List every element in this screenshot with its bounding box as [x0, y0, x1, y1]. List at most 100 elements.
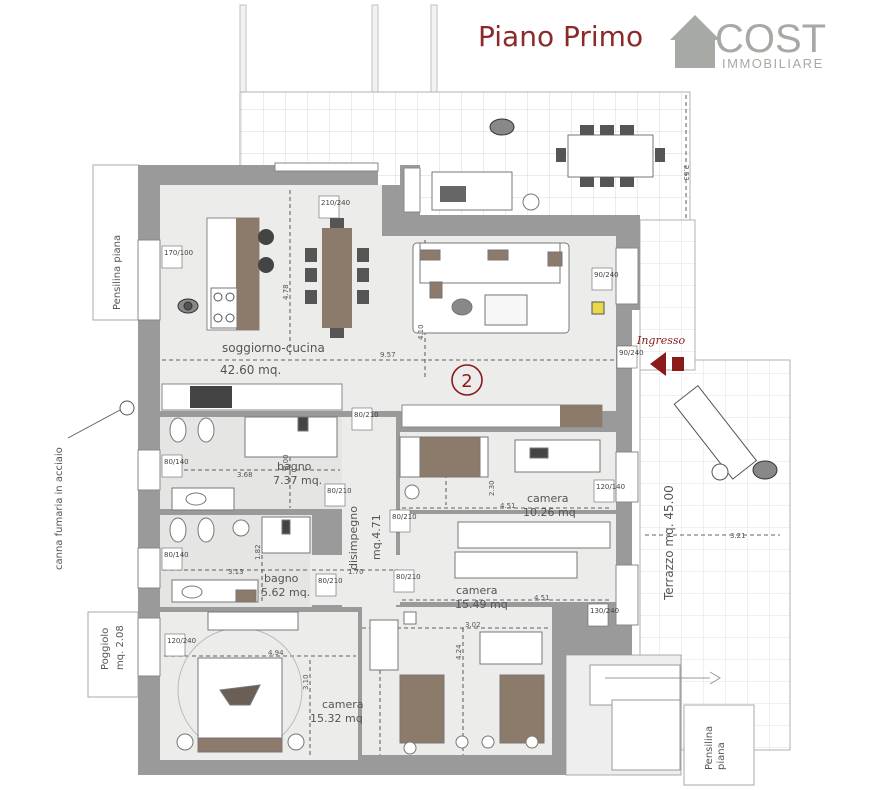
svg-text:210/240: 210/240: [321, 199, 350, 207]
opening-tag: 80/210: [324, 483, 352, 507]
svg-text:80/210: 80/210: [396, 573, 421, 581]
pensilina-left: [92, 164, 140, 321]
svg-text:90/240: 90/240: [619, 349, 644, 357]
canna-label: canna fumaria in acciaio: [54, 447, 65, 570]
canna-marker: [119, 400, 135, 416]
page-title: Piano Primo: [478, 20, 643, 53]
svg-text:2.00: 2.00: [282, 454, 290, 470]
svg-text:120/240: 120/240: [167, 637, 196, 645]
terrace-label: Terrazzo mq. 45.00: [662, 485, 676, 601]
room-camera3-area: 15.32 mq: [310, 712, 363, 725]
camera3-furniture: [176, 611, 305, 753]
opening-tag: 170/100: [161, 245, 193, 269]
sun-lounger: [673, 385, 778, 481]
living-cabinet-wood: [560, 405, 602, 427]
camera4-furniture: [369, 611, 545, 755]
svg-text:80/140: 80/140: [164, 551, 189, 559]
dimension-values: 9.57 4.78 4.10 3.68 2.00 2.30 4.51 3.13 …: [228, 165, 746, 690]
svg-text:4.10: 4.10: [417, 324, 425, 340]
room-living-area: 42.60 mq.: [220, 363, 281, 377]
svg-text:80/210: 80/210: [318, 577, 343, 585]
svg-text:3.13: 3.13: [228, 568, 244, 576]
room-bath2-name: bagno: [264, 572, 299, 585]
pensilina-left-label: Pensilina piana: [112, 235, 123, 310]
svg-text:1.70: 1.70: [348, 568, 364, 576]
unit-number: 2: [461, 371, 472, 392]
stairwell: [565, 654, 721, 776]
svg-text:2.30: 2.30: [488, 480, 496, 496]
pensilina-right: [683, 704, 755, 786]
room-bath1-name: bagno: [277, 460, 312, 473]
poggiolo-name: Poggiolo: [100, 628, 111, 670]
kitchen-counter: [161, 383, 343, 411]
svg-text:4.51: 4.51: [500, 502, 516, 510]
room-hall-name: disimpegno: [347, 506, 360, 570]
opening-tag: 80/210: [389, 509, 417, 533]
entrance-arrow-icon: [650, 352, 666, 376]
entrance-marker: [672, 357, 684, 371]
room-bath2-area: 5.62 mq.: [261, 586, 310, 599]
svg-text:4.24: 4.24: [455, 644, 463, 660]
yellow-lamp: [591, 301, 605, 315]
svg-text:3.21: 3.21: [730, 532, 746, 540]
logo-brand: COST: [715, 17, 826, 61]
svg-text:80/210: 80/210: [327, 487, 352, 495]
opening-tag: 210/240: [318, 195, 350, 219]
svg-text:1.82: 1.82: [254, 544, 262, 560]
room-camera1-area: 10.26 mq: [523, 506, 576, 519]
sofa-living: [412, 242, 570, 334]
opening-tag: 120/240: [164, 633, 196, 657]
opening-tag: 80/210: [315, 573, 343, 597]
opening-tag: 80/210: [351, 407, 379, 431]
room-camera2-area: 15.49 mq: [455, 598, 508, 611]
poggiolo: [87, 611, 139, 698]
company-logo: COST IMMOBILIARE: [670, 15, 826, 71]
svg-text:80/210: 80/210: [354, 411, 379, 419]
room-living-name: soggiorno-cucina: [222, 341, 325, 355]
svg-text:4.51: 4.51: [534, 594, 550, 602]
svg-text:80/140: 80/140: [164, 458, 189, 466]
pensilina-right-label-1: Pensilina: [704, 726, 715, 770]
opening-tags: 210/240 170/100 90/240 90/240 80/210 80/…: [161, 195, 644, 657]
outdoor-dining: [556, 125, 665, 187]
camera2-wardrobes: [454, 521, 611, 579]
svg-text:2.53: 2.53: [682, 165, 690, 181]
bath2-fixtures: [169, 516, 311, 603]
svg-text:3.68: 3.68: [237, 471, 253, 479]
poggiolo-area: mq. 2.08: [115, 625, 126, 670]
unit-number-circle: [451, 364, 483, 396]
room-camera1-name: camera: [527, 492, 569, 505]
outdoor-sofa: [403, 167, 540, 213]
person-kitchen: [177, 298, 199, 314]
terrace-right-upper: [639, 219, 696, 371]
svg-text:90/240: 90/240: [594, 271, 619, 279]
pergola-posts: [239, 4, 438, 96]
kitchen-island: [206, 217, 274, 331]
dining-table: [305, 218, 369, 338]
bath1-fixtures: [169, 416, 338, 511]
svg-text:80/210: 80/210: [392, 513, 417, 521]
canna-leader: [67, 409, 121, 439]
kitchen-sink: [190, 386, 232, 408]
room-hall-area: mq.4.71: [370, 514, 383, 560]
svg-text:120/140: 120/140: [596, 483, 625, 491]
camera1-furniture: [399, 436, 601, 500]
svg-text:3.10: 3.10: [302, 674, 310, 690]
svg-text:170/100: 170/100: [164, 249, 193, 257]
opening-tag: 130/240: [587, 603, 619, 627]
person-terrace: [489, 118, 515, 136]
logo-sub: IMMOBILIARE: [722, 56, 824, 71]
opening-tag: 120/140: [593, 479, 625, 503]
opening-tag: 80/210: [393, 569, 421, 593]
room-camera3-name: camera: [322, 698, 364, 711]
entrance-label: Ingresso: [636, 334, 686, 347]
opening-tag: 90/240: [591, 267, 619, 291]
opening-tag: 80/140: [161, 454, 189, 478]
room-bath1-area: 7.37 mq.: [273, 474, 322, 487]
svg-text:3.02: 3.02: [465, 621, 481, 629]
svg-text:130/240: 130/240: [590, 607, 619, 615]
windows: [137, 162, 639, 677]
pensilina-right-label-2: piana: [716, 742, 727, 770]
room-camera2-name: camera: [456, 584, 498, 597]
